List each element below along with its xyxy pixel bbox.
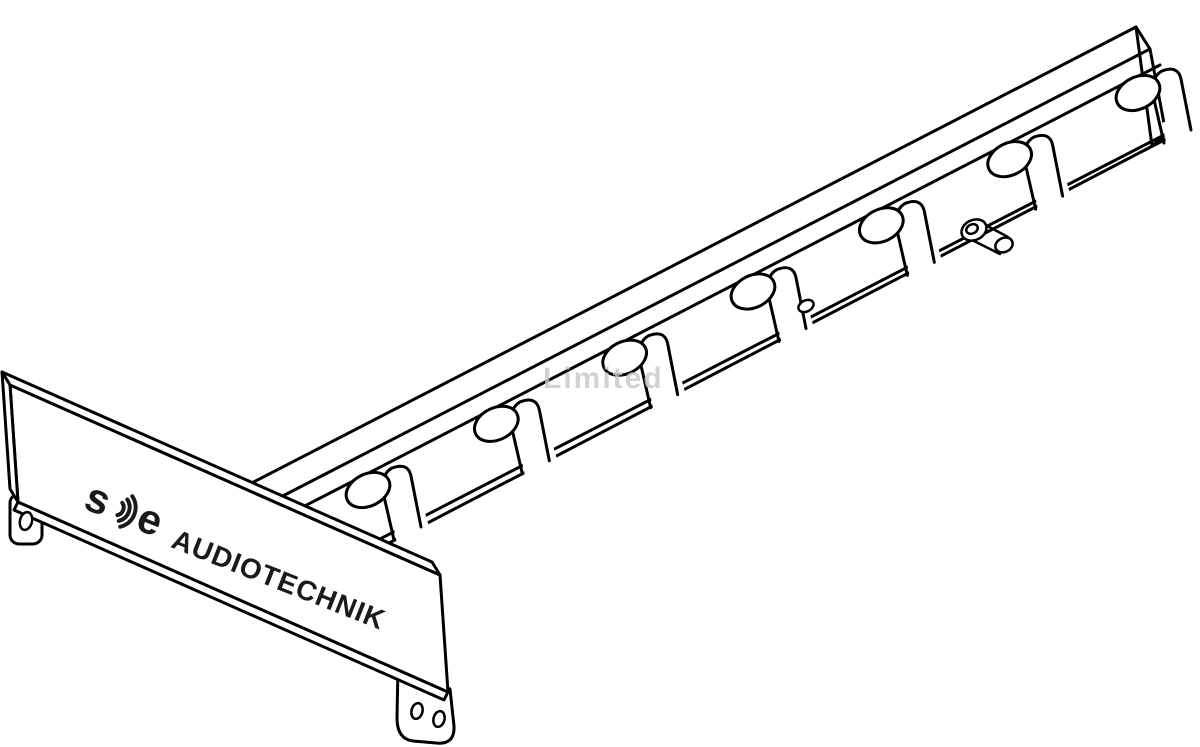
watermark-text: Limited	[543, 362, 664, 395]
hook-hole	[986, 140, 1033, 179]
rail-bottom-near-edge	[308, 132, 1168, 577]
rail-bottom-thickness-edge	[312, 136, 1170, 584]
small-hole	[797, 298, 815, 314]
hook-cutout	[986, 133, 1072, 218]
hook-hole	[344, 470, 392, 510]
screw-head-socket	[965, 222, 979, 236]
hook-cutout	[344, 464, 430, 548]
hook-cutout	[729, 266, 815, 350]
hook-hole	[1114, 73, 1162, 113]
hook-hole	[601, 338, 648, 377]
foot-hole	[410, 701, 424, 721]
screw-head	[960, 218, 988, 242]
screw	[960, 218, 1014, 256]
foot-hole	[18, 510, 34, 532]
hook-cutout	[1114, 67, 1200, 151]
hook-hole	[473, 404, 520, 443]
rail-fold-line	[293, 63, 1162, 513]
screw-tip	[994, 236, 1014, 254]
logo-waves-icon	[115, 494, 138, 529]
plate-left-face	[0, 370, 20, 504]
hook-cutout	[857, 200, 944, 284]
mounting-plate	[0, 370, 456, 745]
rail-near-top-edge	[271, 47, 1152, 503]
hook-hole	[729, 272, 777, 311]
rail	[240, 25, 1170, 584]
hook-hole	[857, 206, 905, 245]
hook-cutout	[601, 332, 687, 416]
hook-cutout	[473, 398, 559, 482]
rail-far-top-edge	[240, 25, 1138, 490]
foot-hole	[432, 709, 446, 729]
hook-cutouts	[344, 67, 1200, 548]
